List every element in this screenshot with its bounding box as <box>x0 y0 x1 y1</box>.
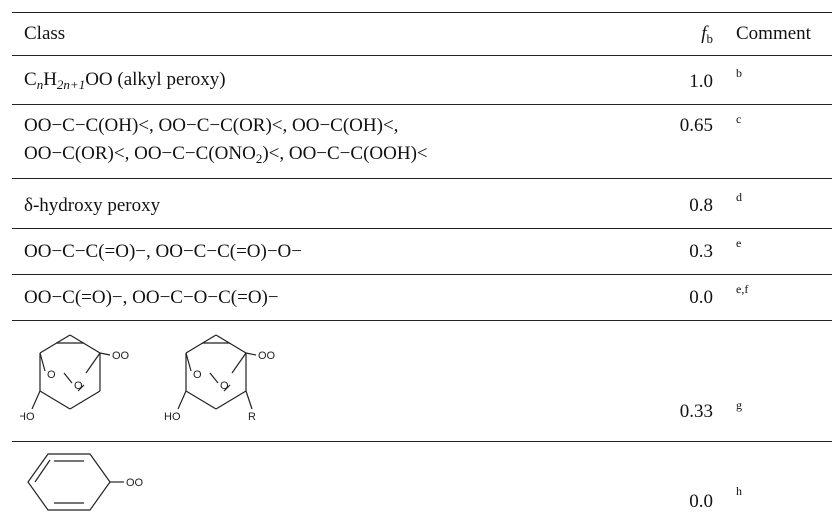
table-row-class: OO−C−C(OH)<, OO−C−C(OR)<, OO−C(OH)<, <box>24 114 398 138</box>
table-row-fb: 1.0 <box>689 71 713 92</box>
table-row-class: OO−C(=O)−, OO−C−O−C(=O)− <box>24 287 279 308</box>
table-row-comment: b <box>736 66 742 80</box>
header-fb-symbol: f <box>701 23 707 44</box>
table-row-comment: e <box>736 236 742 250</box>
header-fb-subscript: b <box>706 31 714 46</box>
row-divider <box>12 178 832 179</box>
peroxy-label: OO <box>258 350 276 362</box>
table-row-fb: 0.0 <box>689 491 713 512</box>
row-divider <box>12 104 832 105</box>
table-row-class: CnH2n+1OO (alkyl peroxy) <box>24 68 226 97</box>
bicyclic-structure-2: O O OO HO R <box>164 334 276 423</box>
peroxy-label: OO <box>112 350 130 362</box>
table-row-comment: e,f <box>736 282 749 296</box>
formula-rest: OO (alkyl peroxy) <box>85 69 226 90</box>
phenyl-peroxy-structure: OO <box>27 453 144 511</box>
ring-oxygen-label: O <box>74 380 83 392</box>
table-row-class: OO−C−C(=O)−, OO−C−C(=O)−O− <box>24 241 302 262</box>
class-line-2-sub: 2 <box>255 151 263 166</box>
table-row-comment: c <box>736 112 742 126</box>
peroxy-label: OO <box>126 477 144 489</box>
bicyclic-structure-1: O O OO HO <box>20 334 130 423</box>
header-comment: Comment <box>736 22 811 46</box>
table-row-comment: h <box>736 484 742 498</box>
table-row-comment: g <box>736 398 742 412</box>
header-class-text: Class <box>24 23 66 44</box>
table-row-comment: d <box>736 190 742 204</box>
header-fb: fb <box>701 22 713 51</box>
class-line-2a: OO−C(OR)<, OO−C−C(ONO <box>24 143 256 164</box>
substituent-label: R <box>248 411 256 423</box>
row-divider <box>12 228 832 229</box>
table-row-fb: 0.65 <box>679 115 713 136</box>
class-line-1: OO−C−C(OH)<, OO−C−C(OR)<, OO−C(OH)<, <box>24 115 399 136</box>
ring-oxygen-label: O <box>47 369 56 381</box>
table-row-class: OO−C(OR)<, OO−C−C(ONO2)<, OO−C−C(OOH)< <box>24 142 428 171</box>
row-divider <box>12 441 832 442</box>
header-rule <box>12 55 832 56</box>
hydroxyl-label: HO <box>20 411 35 423</box>
header-comment-text: Comment <box>736 23 811 44</box>
table-row-fb: 0.0 <box>689 287 713 308</box>
class-line-2b: )<, OO−C−C(OOH)< <box>262 143 428 164</box>
formula-h: H <box>43 69 57 90</box>
formula-c: C <box>24 69 37 90</box>
table-row-fb: 0.8 <box>689 195 713 216</box>
bicyclic-peroxy-structures: O O OO HO O O OO HO R <box>20 334 276 423</box>
table-row-fb: 0.3 <box>689 241 713 262</box>
row-divider <box>12 320 832 321</box>
formula-2n1: 2n+1 <box>56 77 86 92</box>
table-row-class: δ-hydroxy peroxy <box>24 195 161 216</box>
row-divider <box>12 274 832 275</box>
ring-oxygen-label: O <box>193 369 202 381</box>
top-rule <box>12 12 832 13</box>
ring-oxygen-label: O <box>220 380 229 392</box>
table-row-fb: 0.33 <box>679 401 713 422</box>
header-class: Class <box>24 22 65 46</box>
hydroxyl-label: HO <box>164 411 181 423</box>
formula-n: n <box>36 77 44 92</box>
